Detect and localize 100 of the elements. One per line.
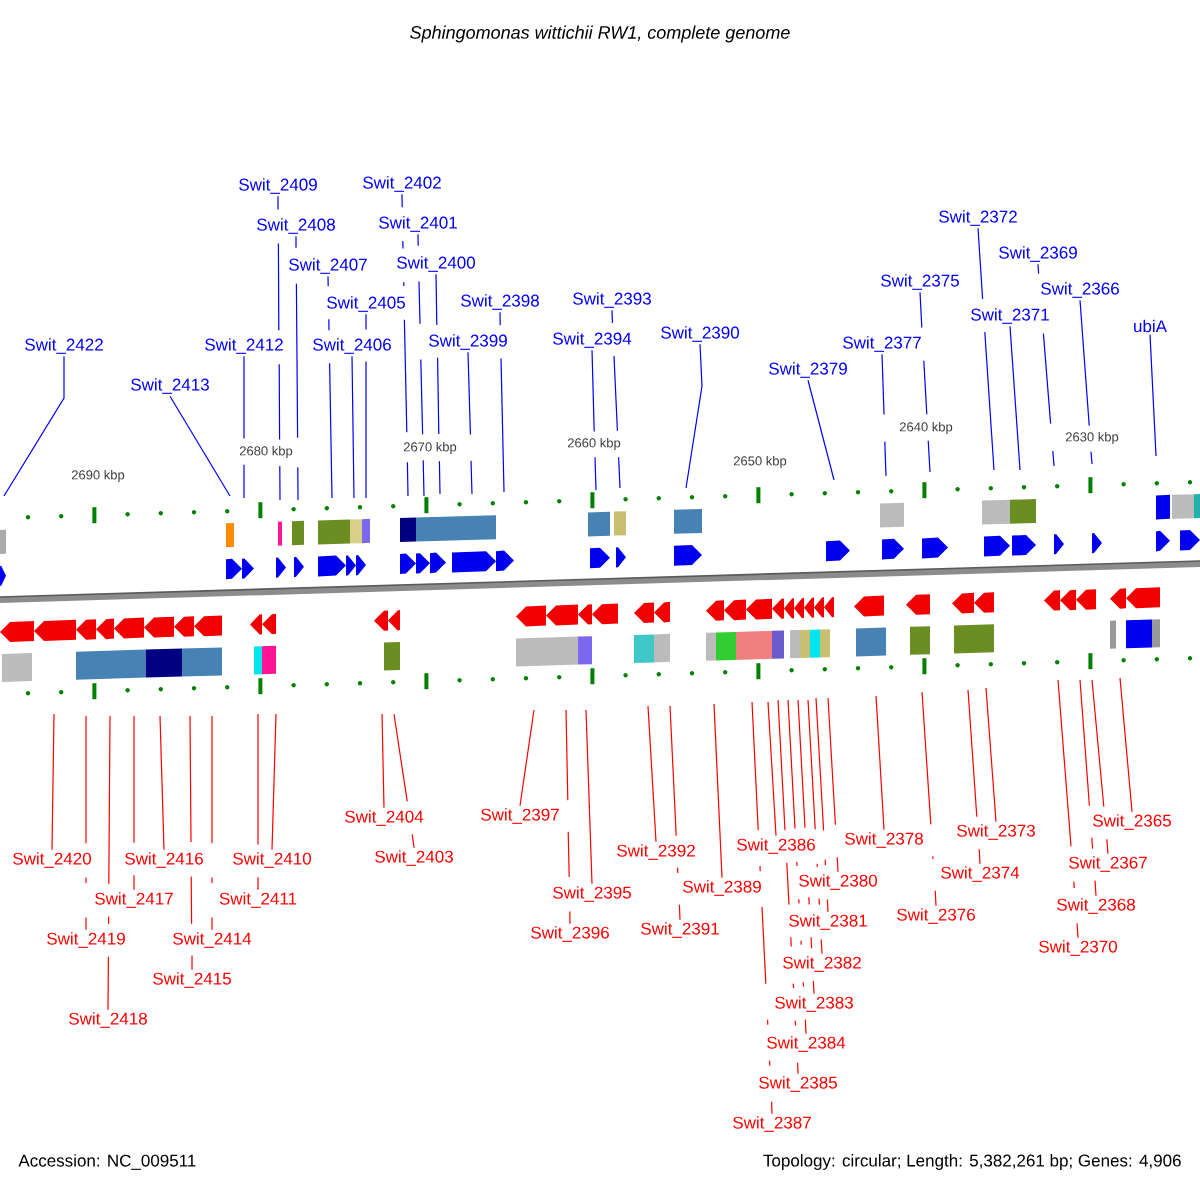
leader-line bbox=[417, 233, 425, 497]
leader-line bbox=[685, 343, 703, 489]
gene-label: Swit_2395 bbox=[553, 886, 631, 902]
leader-line bbox=[499, 311, 505, 493]
leader-line bbox=[277, 195, 281, 501]
gene-label: ubiA bbox=[1134, 319, 1167, 333]
leader-line bbox=[243, 355, 245, 499]
gene-label: Swit_2416 bbox=[125, 852, 203, 868]
gene-label: Swit_2407 bbox=[289, 258, 367, 274]
gene-label: Swit_2375 bbox=[881, 274, 959, 290]
leader-line bbox=[1057, 679, 1079, 939]
leader-line bbox=[211, 715, 213, 931]
gene-label: Swit_2390 bbox=[661, 326, 739, 342]
leader-line bbox=[169, 395, 231, 497]
leader-line bbox=[257, 713, 259, 891]
gene-label: Swit_2400 bbox=[397, 256, 475, 272]
leader-line bbox=[401, 193, 409, 497]
gene-label: Swit_2387 bbox=[733, 1116, 811, 1132]
gene-label: Swit_2399 bbox=[429, 334, 507, 350]
gene-label: Swit_2380 bbox=[799, 874, 877, 890]
gene-label: Swit_2413 bbox=[131, 378, 209, 394]
leader-line bbox=[519, 709, 535, 807]
gene-label: Swit_2396 bbox=[531, 926, 609, 942]
leader-line bbox=[881, 353, 887, 477]
leader-line bbox=[713, 703, 723, 879]
leader-line bbox=[1149, 334, 1157, 457]
gene-label: Swit_2392 bbox=[617, 844, 695, 860]
gene-label: Swit_2368 bbox=[1057, 898, 1135, 914]
gene-label: Swit_2419 bbox=[47, 932, 125, 948]
gene-label: Swit_2404 bbox=[345, 810, 424, 826]
gene-label: Swit_2381 bbox=[789, 914, 867, 930]
gene-label: Swit_2389 bbox=[683, 880, 761, 896]
leader-line bbox=[1119, 677, 1133, 813]
gene-label: Swit_2383 bbox=[775, 996, 853, 1012]
gene-label: Swit_2420 bbox=[13, 852, 91, 868]
leader-line bbox=[467, 351, 473, 495]
leader-line bbox=[777, 699, 799, 1075]
leader-line bbox=[365, 313, 367, 499]
leader-line bbox=[159, 715, 165, 851]
gene-label: Swit_2370 bbox=[1039, 940, 1117, 956]
leader-line bbox=[815, 697, 829, 913]
gene-label: Swit_2417 bbox=[95, 892, 173, 908]
gene-label: Swit_2373 bbox=[957, 824, 1035, 840]
gene-label: Swit_2409 bbox=[239, 178, 317, 194]
leader-line bbox=[107, 715, 111, 1011]
gene-label: Swit_2406 bbox=[313, 338, 391, 354]
gene-label: Swit_2386 bbox=[737, 838, 815, 854]
gene-label: Swit_2394 bbox=[553, 332, 632, 348]
leader-line bbox=[271, 713, 277, 851]
gene-label: Swit_2401 bbox=[379, 216, 457, 232]
gene-label: Swit_2371 bbox=[971, 308, 1049, 324]
gene-label: Swit_2384 bbox=[767, 1036, 846, 1052]
gene-label: Swit_2415 bbox=[153, 972, 231, 988]
leader-line bbox=[435, 273, 441, 495]
leader-line bbox=[585, 709, 593, 885]
gene-label: Swit_2382 bbox=[783, 956, 861, 972]
gene-label: Swit_2418 bbox=[69, 1012, 147, 1028]
leader-line bbox=[787, 699, 807, 1035]
leader-line bbox=[919, 291, 931, 473]
gene-label: Swit_2377 bbox=[843, 336, 921, 352]
leader-line bbox=[189, 715, 193, 971]
leader-line bbox=[967, 689, 981, 865]
leader-line bbox=[827, 697, 839, 873]
gene-label: Swit_2402 bbox=[363, 176, 441, 192]
gene-label: Swit_2410 bbox=[233, 852, 311, 868]
leader-line bbox=[1079, 299, 1093, 465]
leader-line bbox=[985, 687, 997, 823]
leader-line bbox=[85, 715, 87, 931]
gene-label: Swit_2366 bbox=[1041, 282, 1119, 298]
gene-label: Swit_2422 bbox=[25, 338, 103, 354]
gene-label: Swit_2403 bbox=[375, 850, 453, 866]
gene-label: Swit_2405 bbox=[327, 296, 405, 312]
leader-line bbox=[807, 699, 823, 955]
gene-label: Swit_2397 bbox=[481, 808, 559, 824]
leader-line bbox=[51, 713, 55, 851]
leader-line bbox=[921, 691, 937, 907]
gene-label: Swit_2374 bbox=[941, 866, 1020, 882]
gene-label: Swit_2393 bbox=[573, 292, 651, 308]
leader-line bbox=[393, 713, 415, 849]
gene-label: Swit_2369 bbox=[999, 246, 1077, 262]
leader-line bbox=[1009, 325, 1021, 471]
leader-line bbox=[875, 695, 885, 831]
gene-label: Swit_2379 bbox=[769, 362, 847, 378]
leader-line bbox=[669, 705, 681, 921]
accession-text: Accession: NC_009511 bbox=[18, 1154, 196, 1170]
leader-line bbox=[1079, 679, 1097, 897]
leader-line bbox=[797, 699, 815, 995]
gene-label: Swit_2411 bbox=[219, 892, 297, 908]
gene-label: Swit_2414 bbox=[173, 932, 252, 948]
leader-line bbox=[133, 715, 135, 891]
gene-label: Swit_2391 bbox=[641, 922, 719, 938]
gene-label: Swit_2372 bbox=[939, 210, 1017, 226]
gene-label: Swit_2378 bbox=[845, 832, 923, 848]
gene-label: Swit_2412 bbox=[205, 338, 283, 354]
leader-line bbox=[351, 355, 355, 499]
gene-label: Swit_2385 bbox=[759, 1076, 837, 1092]
gene-label: Swit_2408 bbox=[257, 218, 335, 234]
leader-line bbox=[295, 235, 299, 501]
gene-label: Swit_2365 bbox=[1093, 814, 1171, 830]
genome-info-text: Topology: circular; Length: 5,382,261 bp; Genes: 4,906 bbox=[763, 1154, 1181, 1170]
